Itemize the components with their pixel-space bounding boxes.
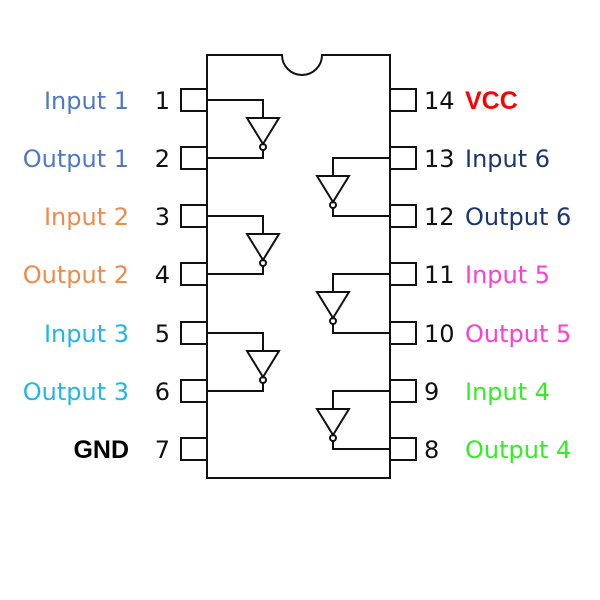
pin-number-4: 4	[155, 261, 170, 289]
pin-label-output-5: Output 5	[465, 320, 571, 348]
pin-label-output-1: Output 1	[23, 145, 129, 173]
pin-7	[180, 437, 208, 461]
pin-label-input-1: Input 1	[44, 87, 129, 115]
pin-number-11: 11	[424, 261, 455, 289]
inverter-5	[315, 273, 390, 334]
pin-5	[180, 321, 208, 345]
pin-label-gnd: GND	[73, 436, 129, 464]
inverter-4-input-wire	[332, 390, 390, 409]
inverter-5-output-wire	[332, 324, 390, 334]
inverter-4	[315, 390, 390, 450]
left-pin-row: 1 Input 1 2 Output 1 3 Input 2 4 Output 2 5 Input…	[23, 87, 208, 464]
pin-number-2: 2	[155, 145, 170, 173]
inverter-1	[207, 99, 281, 159]
pin-1	[180, 88, 208, 112]
inverter-1-input-wire	[207, 99, 264, 118]
pin-4	[180, 262, 208, 286]
pin-label-vcc: VCC	[465, 87, 518, 115]
pin-label-input-4: Input 4	[465, 378, 550, 406]
pin-label-input-3: Input 3	[44, 320, 129, 348]
inverter-3	[207, 332, 281, 392]
pin-number-1: 1	[155, 87, 170, 115]
pin-number-12: 12	[424, 203, 455, 231]
pin-11	[389, 262, 417, 286]
inverter-2-input-wire	[207, 215, 264, 234]
pin-14	[389, 88, 417, 112]
pin-number-13: 13	[424, 145, 455, 173]
pin-label-input-2: Input 2	[44, 203, 129, 231]
inverter-3-input-wire	[207, 332, 264, 351]
pin-8	[389, 437, 417, 461]
pin-number-3: 3	[155, 203, 170, 231]
pin-number-6: 6	[155, 378, 170, 406]
pin-number-7: 7	[155, 436, 170, 464]
pin-number-5: 5	[155, 320, 170, 348]
pin-label-output-3: Output 3	[23, 378, 129, 406]
pin-label-input-5: Input 5	[465, 261, 550, 289]
pin-number-8: 8	[424, 436, 439, 464]
inverter-4-output-wire	[332, 441, 390, 450]
pin-6	[180, 379, 208, 403]
chip-body	[206, 54, 391, 479]
pin-12	[389, 204, 417, 228]
pin-label-output-2: Output 2	[23, 261, 129, 289]
pin-2	[180, 146, 208, 170]
pin-label-output-6: Output 6	[465, 203, 571, 231]
pin-10	[389, 321, 417, 345]
pin-number-14: 14	[424, 87, 455, 115]
pin-number-10: 10	[424, 320, 455, 348]
inverter-gates	[207, 99, 390, 450]
inverter-6	[315, 157, 390, 217]
pin-label-input-6: Input 6	[465, 145, 550, 173]
inverter-2-output-wire	[207, 266, 264, 275]
pin-3	[180, 204, 208, 228]
pin-label-output-4: Output 4	[465, 436, 571, 464]
inverter-6-output-wire	[332, 208, 390, 217]
inverter-1-output-wire	[207, 150, 264, 159]
pin-number-9: 9	[424, 378, 439, 406]
inverter-3-output-wire	[207, 383, 264, 392]
inverter-6-input-wire	[332, 157, 390, 176]
pin-13	[389, 146, 417, 170]
inverter-5-input-wire	[332, 273, 390, 292]
pin-9	[389, 379, 417, 403]
inverter-2	[207, 215, 281, 275]
